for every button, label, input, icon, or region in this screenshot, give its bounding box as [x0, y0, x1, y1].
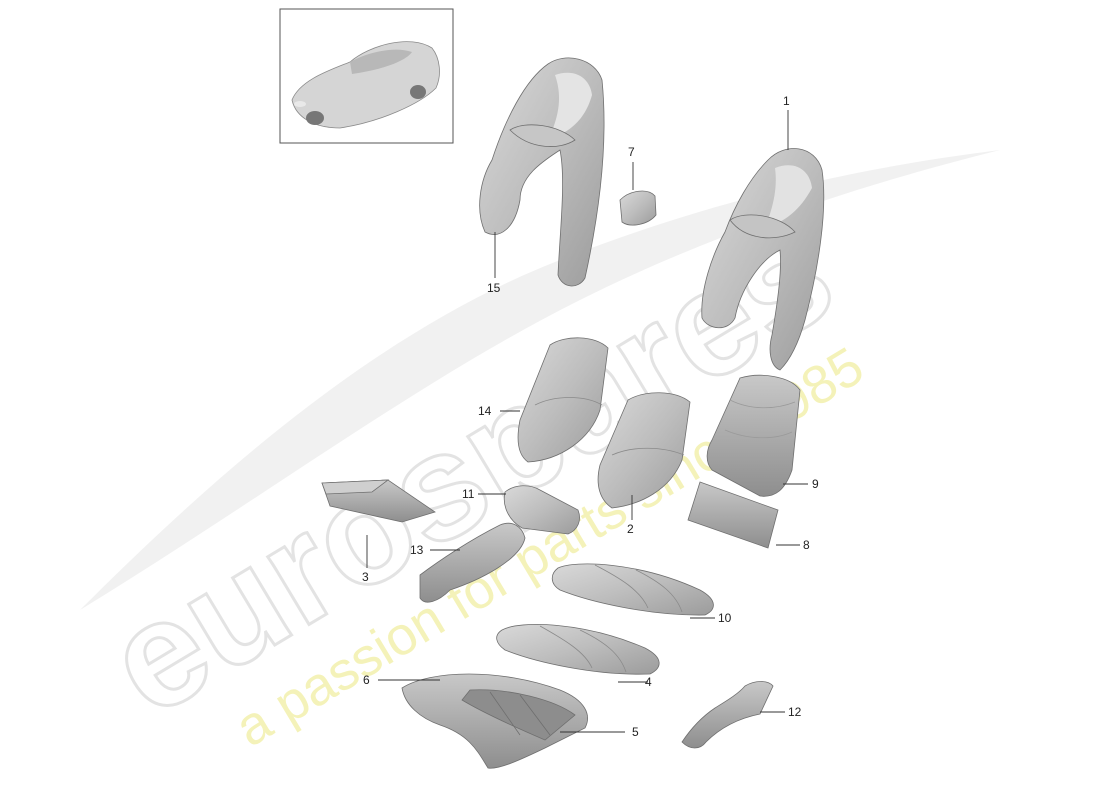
- callout-6: 6: [363, 673, 370, 687]
- callout-8: 8: [803, 538, 810, 552]
- callout-9: 9: [812, 477, 819, 491]
- part-3-wedge: [321, 479, 436, 523]
- part-9-backrest-shell: [706, 374, 801, 497]
- callout-15: 15: [487, 281, 501, 295]
- callout-13: 13: [410, 543, 424, 557]
- callout-11: 11: [462, 487, 475, 501]
- part-10-seat-cushion: [551, 563, 714, 616]
- part-14-backrest-pad: [517, 337, 609, 463]
- callout-labels: 1 2 3 4 5 6 7 8 9 10 11 12 13 14 15: [362, 94, 819, 739]
- part-2-backrest-pad: [597, 392, 691, 509]
- part-1-backrest-frame: [701, 148, 825, 371]
- callout-14: 14: [478, 404, 492, 418]
- part-5-6-seat-shell: [401, 673, 588, 769]
- callout-10: 10: [718, 611, 732, 625]
- callout-5: 5: [632, 725, 639, 739]
- part-8-cushion: [687, 481, 779, 549]
- part-12-trim: [681, 681, 774, 749]
- callout-4: 4: [645, 675, 652, 689]
- part-15-backrest-frame: [479, 57, 605, 287]
- part-4-seat-cushion: [496, 624, 660, 675]
- car-thumbnail: [279, 8, 454, 144]
- part-7-clip: [619, 190, 657, 226]
- callout-3: 3: [362, 570, 369, 584]
- part-13-bracket: [419, 522, 526, 603]
- callout-12: 12: [788, 705, 802, 719]
- callout-1: 1: [783, 94, 790, 108]
- part-11-pad: [503, 485, 580, 535]
- leader-lines: [366, 110, 808, 733]
- callout-7: 7: [628, 145, 635, 159]
- callout-2: 2: [627, 522, 634, 536]
- car-icon: [291, 41, 440, 129]
